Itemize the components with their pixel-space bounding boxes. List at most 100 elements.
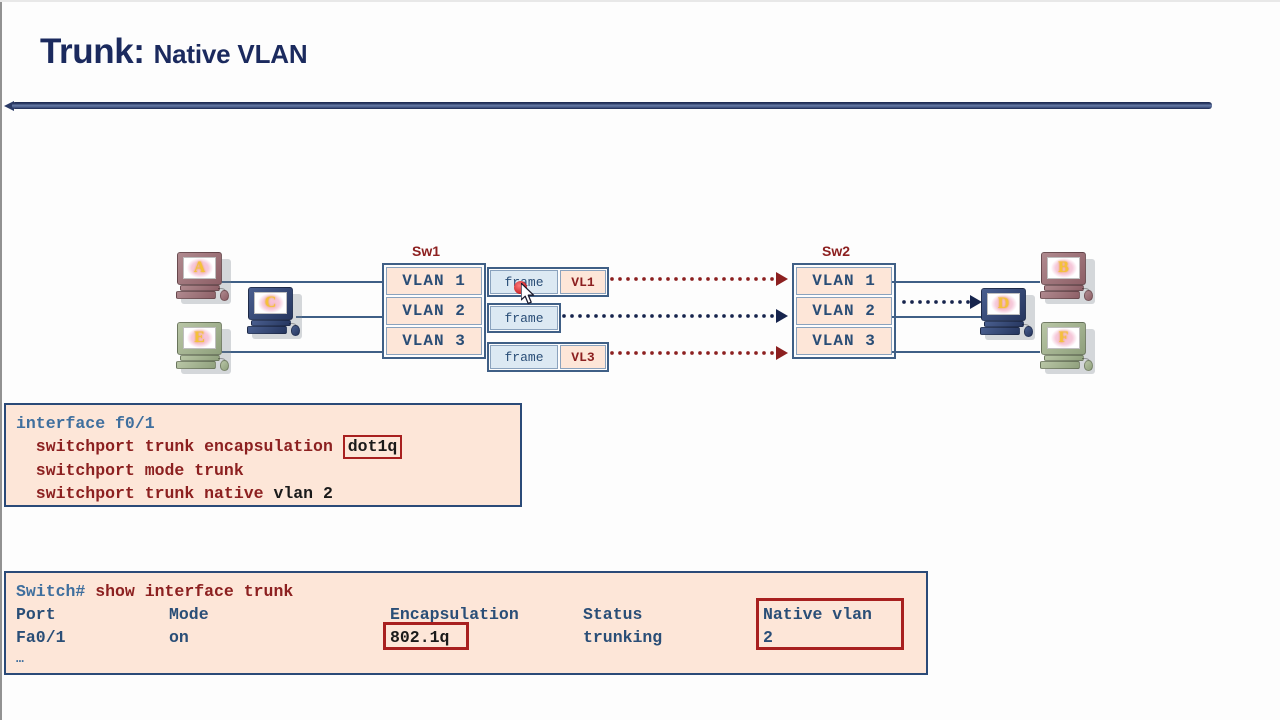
switch-left-label: Sw1 (412, 243, 441, 259)
wire-host-a-to-sw1 (222, 281, 382, 283)
frame-box-vlan3[interactable]: frame VL3 (487, 342, 609, 372)
host-d-delivery-arrow (900, 295, 982, 309)
sw1-port-vlan-1[interactable]: VLAN 1 (386, 267, 482, 295)
highlight-box-native-vlan (756, 598, 904, 650)
config-native-prefix: switchport trunk native (16, 484, 274, 503)
host-c[interactable]: C (247, 287, 303, 339)
host-e-label: E (194, 329, 205, 346)
sw2-port-vlan-3[interactable]: VLAN 3 (796, 327, 892, 355)
host-b-mouse (1084, 290, 1093, 301)
trunk-arrow-vlan2-dots (560, 314, 777, 318)
frame-payload-3: frame (490, 345, 558, 369)
output-value-native-vlan: 2 (763, 628, 773, 647)
frame-tag-3: VL3 (560, 345, 606, 369)
config-encap-prefix: switchport trunk encapsulation (16, 437, 343, 456)
host-c-monitor: C (248, 287, 293, 320)
frame-tag-1: VL1 (560, 270, 606, 294)
switch-sw2[interactable]: VLAN 1 VLAN 2 VLAN 3 (792, 263, 896, 359)
frame-box-vlan2-untagged[interactable]: frame (487, 303, 561, 333)
host-d-screen: D (987, 293, 1020, 315)
trunk-arrow-vlan3 (608, 346, 788, 360)
trunk-arrow-vlan3-head (776, 346, 788, 360)
host-a[interactable]: A (176, 252, 232, 304)
title-sub-text: Native VLAN (153, 39, 308, 69)
output-header-native-vlan: Native vlan (763, 605, 872, 624)
output-header-status: Status (583, 605, 643, 624)
host-f-screen: F (1047, 327, 1080, 349)
title-divider-rule (4, 101, 1212, 111)
host-b-keyboard (1040, 291, 1080, 299)
mouse-cursor-icon (521, 283, 535, 305)
host-f-screen-glow (1050, 328, 1077, 348)
config-mode-text: switchport mode trunk (16, 461, 244, 480)
config-panel: interface f0/1 switchport trunk encapsul… (4, 403, 522, 507)
host-c-mouse (291, 325, 300, 336)
rule-arrow-tip (4, 101, 14, 111)
wire-sw2-to-host-b (892, 281, 1040, 283)
output-prompt: Switch# (16, 582, 86, 601)
output-value-port: Fa0/1 (16, 628, 66, 647)
frame-box-vlan1[interactable]: frame VL1 (487, 267, 609, 297)
host-b-monitor: B (1041, 252, 1086, 285)
host-d[interactable]: D (980, 288, 1036, 340)
config-line-encapsulation: switchport trunk encapsulation dot1q (16, 435, 520, 459)
host-d-keyboard (980, 327, 1020, 335)
rule-bar (12, 102, 1212, 109)
sw1-port-vlan-3[interactable]: VLAN 3 (386, 327, 482, 355)
output-command-line: Switch# show interface trunk (16, 580, 293, 603)
output-header-encapsulation: Encapsulation (390, 605, 519, 624)
host-a-mouse (220, 290, 229, 301)
frame-payload-2: frame (490, 306, 558, 330)
host-e-mouse (220, 360, 229, 371)
host-b-screen-glow (1050, 258, 1077, 278)
config-line-interface: interface f0/1 (16, 412, 520, 435)
trunk-arrow-vlan2-head (776, 309, 788, 323)
trunk-arrow-vlan1 (608, 272, 788, 286)
host-d-screen-glow (990, 294, 1017, 314)
config-line-native-vlan: switchport trunk native vlan 2 (16, 482, 520, 505)
host-f[interactable]: F (1040, 322, 1096, 374)
host-c-screen: C (254, 292, 287, 314)
host-e-monitor: E (177, 322, 222, 355)
host-e-screen: E (183, 327, 216, 349)
highlight-box-encapsulation (383, 622, 469, 650)
host-f-label: F (1058, 329, 1069, 346)
host-a-screen-glow (186, 258, 213, 278)
host-a-screen: A (183, 257, 216, 279)
host-e-screen-glow (186, 328, 213, 348)
host-e[interactable]: E (176, 322, 232, 374)
host-b-label: B (1058, 259, 1069, 276)
sw1-port-vlan-2[interactable]: VLAN 2 (386, 297, 482, 325)
host-f-keyboard (1040, 361, 1080, 369)
output-ellipsis: … (16, 651, 24, 666)
host-a-keyboard (176, 291, 216, 299)
trunk-arrow-vlan2 (560, 309, 788, 323)
config-encap-highlight: dot1q (342, 435, 403, 459)
host-f-mouse (1084, 360, 1093, 371)
output-panel: Switch# show interface trunk Port Mode E… (4, 571, 928, 675)
host-b-screen: B (1047, 257, 1080, 279)
wire-host-e-to-sw1 (222, 351, 382, 353)
config-interface-text: interface f0/1 (16, 414, 155, 433)
sw2-port-vlan-2[interactable]: VLAN 2 (796, 297, 892, 325)
host-c-label: C (264, 294, 277, 311)
host-e-keyboard (176, 361, 216, 369)
host-a-monitor: A (177, 252, 222, 285)
output-value-mode: on (169, 628, 189, 647)
host-d-arrow-dots (900, 300, 971, 304)
trunk-arrow-vlan1-dots (608, 277, 777, 281)
host-c-keyboard (247, 326, 287, 334)
switch-sw1[interactable]: VLAN 1 VLAN 2 VLAN 3 (382, 263, 486, 359)
output-command: show interface trunk (85, 582, 294, 601)
config-native-value: vlan 2 (273, 484, 333, 503)
wire-host-c-to-sw1 (296, 316, 382, 318)
sw2-port-vlan-1[interactable]: VLAN 1 (796, 267, 892, 295)
host-c-screen-glow (257, 293, 284, 313)
page-title: Trunk: Native VLAN (40, 32, 308, 72)
host-b[interactable]: B (1040, 252, 1096, 304)
output-value-status: trunking (583, 628, 663, 647)
slide-top-edge (0, 0, 1280, 2)
wire-sw2-to-host-f (892, 351, 1040, 353)
host-d-label: D (997, 295, 1010, 312)
